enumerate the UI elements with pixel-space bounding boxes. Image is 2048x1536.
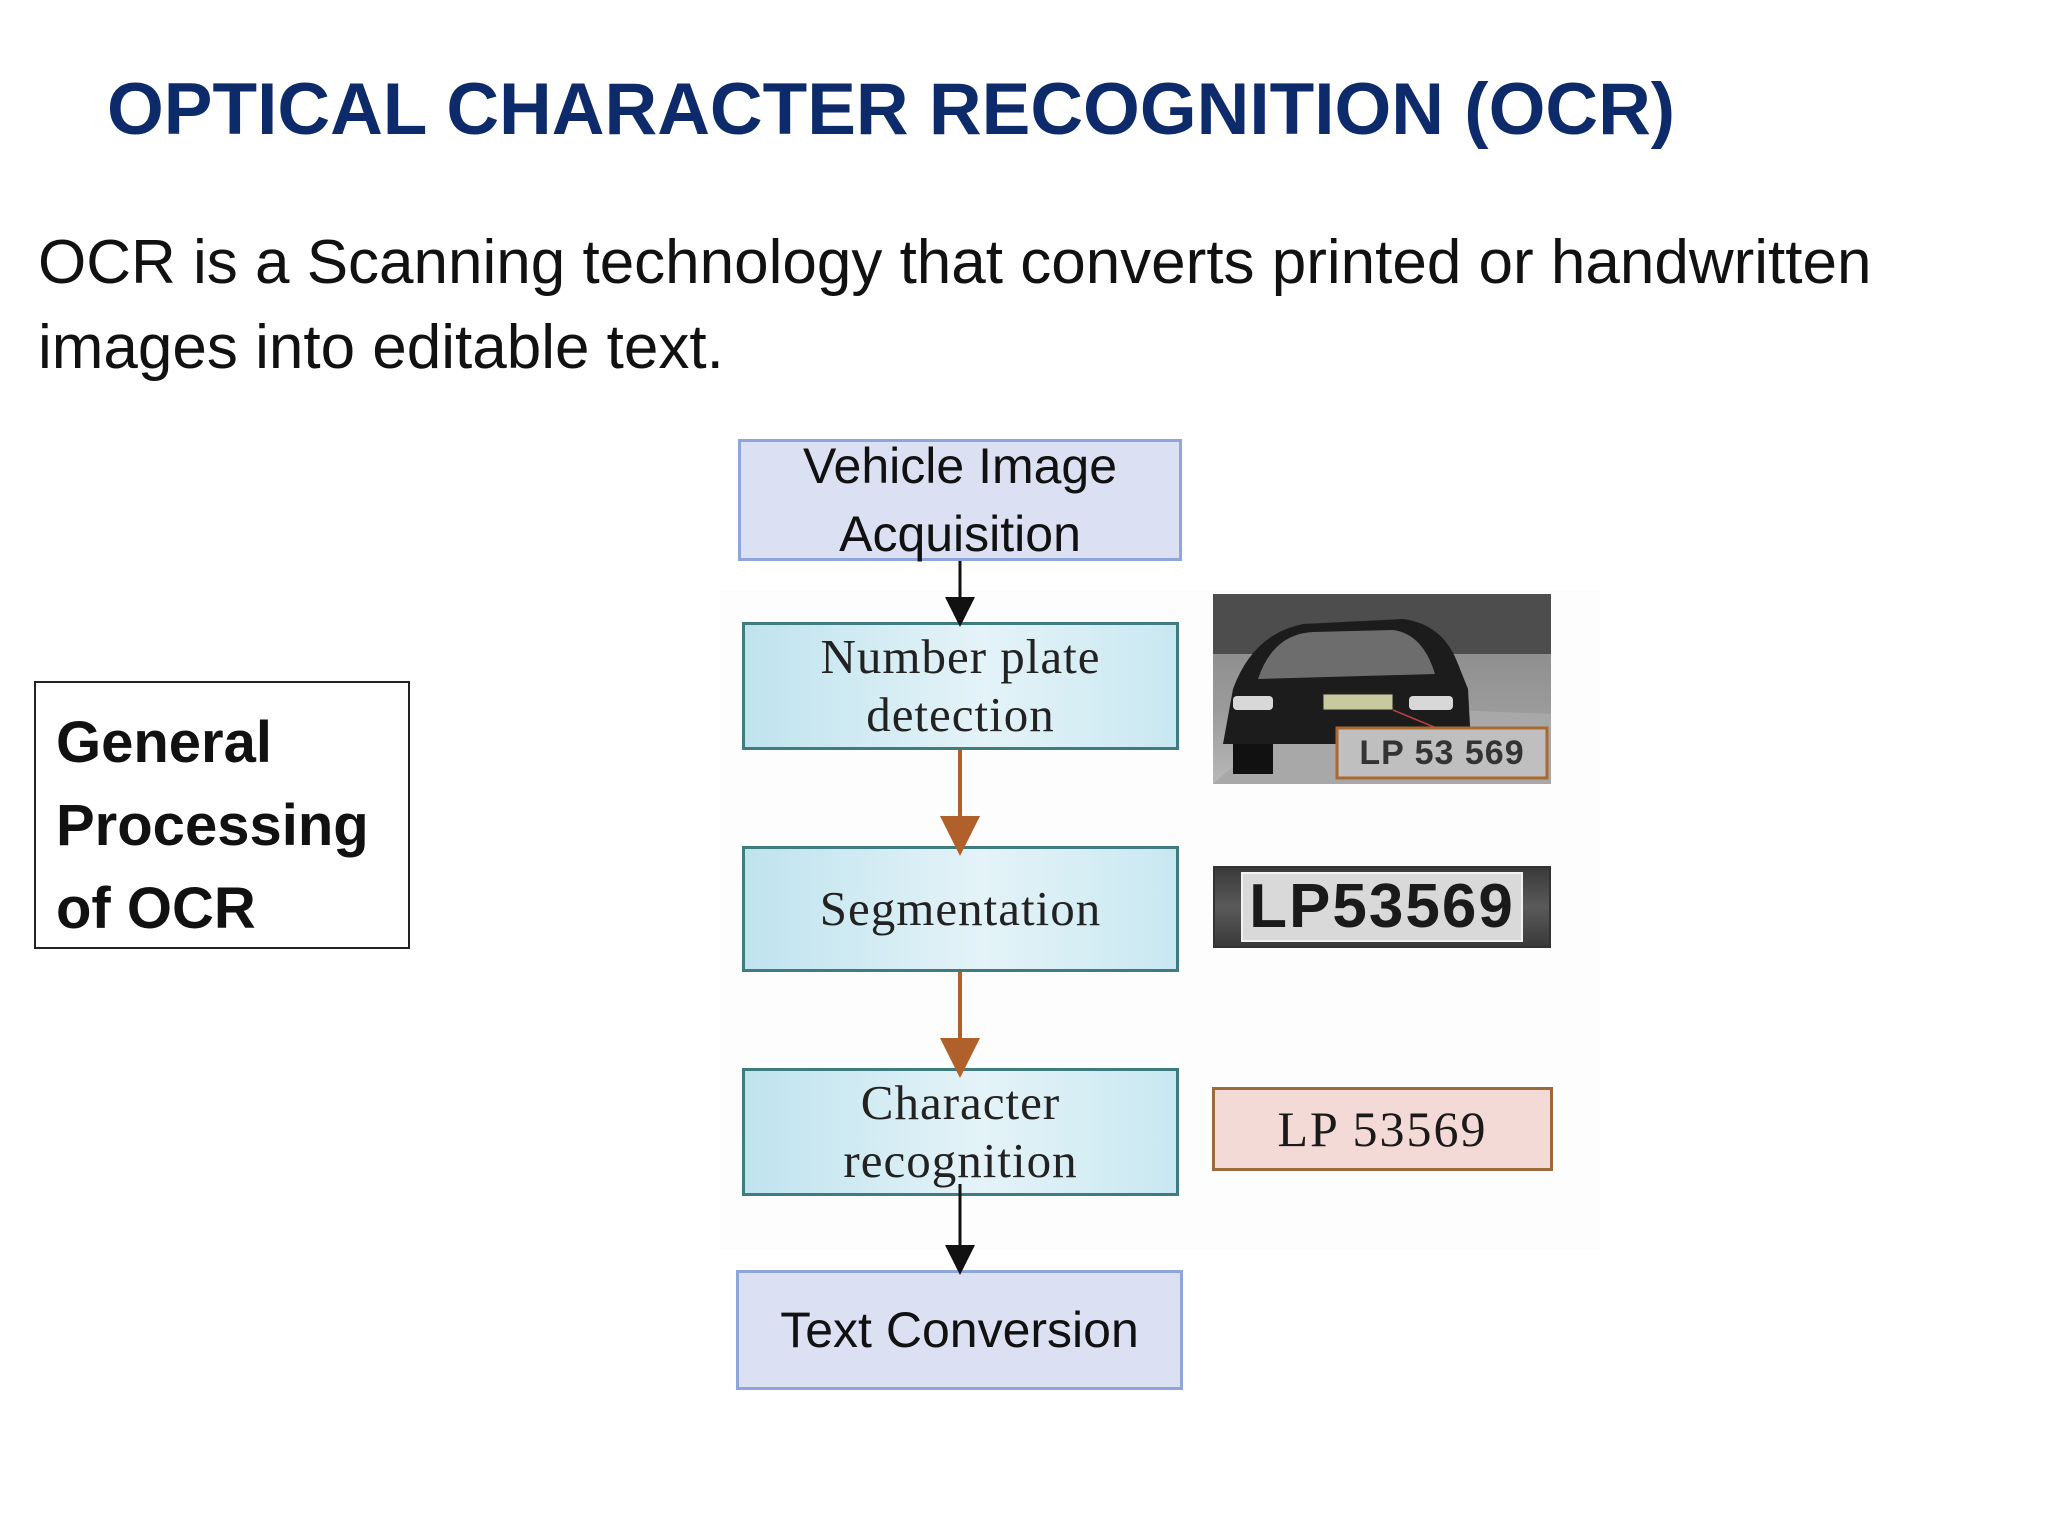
- car-illustration: LP 53 569: [1213, 594, 1551, 784]
- recognition-line-2: recognition: [843, 1133, 1078, 1188]
- side-label-line-1: General: [56, 710, 272, 775]
- slide-title: OPTICAL CHARACTER RECOGNITION (OCR): [107, 69, 1676, 150]
- text-conversion-box: Text Conversion: [736, 1270, 1183, 1390]
- detection-line-2: detection: [866, 687, 1055, 742]
- vehicle-image-acquisition-box: Vehicle Image Acquisition: [738, 438, 1182, 562]
- recognized-text-box: LP 53569: [1212, 1087, 1553, 1171]
- general-processing-label-box: General Processing of OCR: [34, 681, 410, 949]
- character-recognition-box: Character recognition: [742, 1068, 1179, 1196]
- recognized-text: LP 53569: [1277, 1101, 1488, 1157]
- segmented-plate-text: LP53569: [1241, 872, 1523, 942]
- intro-paragraph: OCR is a Scanning technology that conver…: [38, 228, 1872, 382]
- side-label-line-3: of OCR: [56, 876, 256, 941]
- segmentation-line-1: Segmentation: [819, 881, 1102, 936]
- segmented-plate-image: LP53569: [1213, 866, 1551, 948]
- number-plate-detection-box: Number plate detection: [742, 622, 1179, 750]
- segmentation-box: Segmentation: [742, 846, 1179, 972]
- acquisition-line-2: Acquisition: [839, 506, 1081, 562]
- car-plate-text: LP 53 569: [1359, 734, 1524, 772]
- detection-line-1: Number plate: [820, 629, 1101, 684]
- recognition-line-1: Character: [860, 1075, 1061, 1130]
- conversion-line-1: Text Conversion: [780, 1302, 1139, 1358]
- general-processing-label: General Processing of OCR: [56, 701, 396, 950]
- vehicle-photo: LP 53 569: [1213, 594, 1551, 784]
- side-label-line-2: Processing: [56, 793, 369, 858]
- acquisition-line-1: Vehicle Image: [802, 438, 1118, 494]
